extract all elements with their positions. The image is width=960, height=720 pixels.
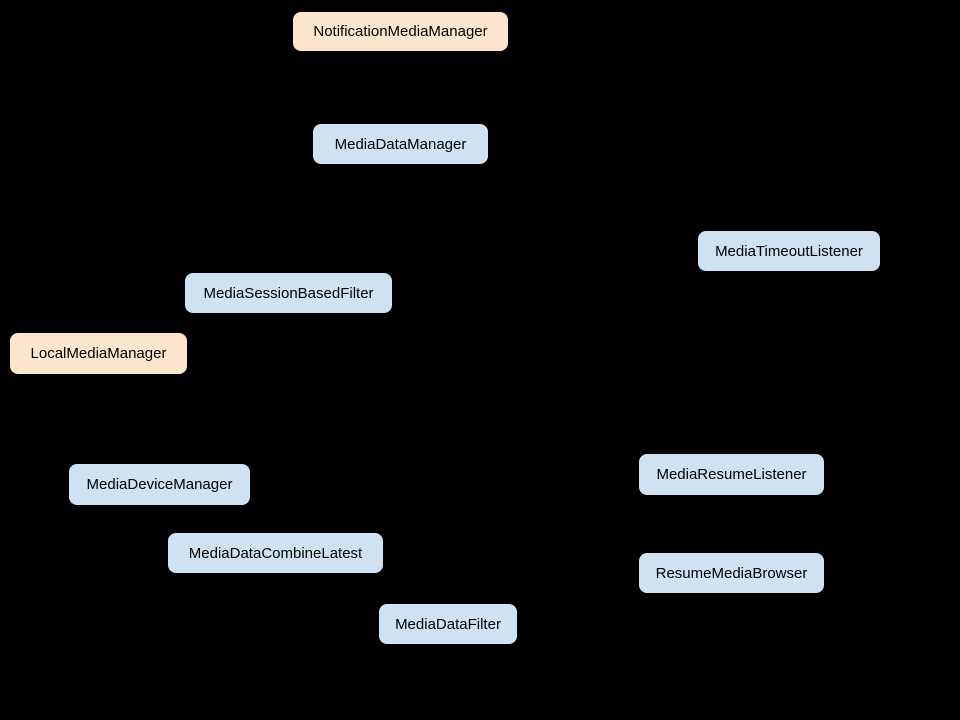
node-resume-media-browser: ResumeMediaBrowser xyxy=(639,553,824,593)
node-local-media-manager: LocalMediaManager xyxy=(10,333,187,374)
node-media-session-based-filter: MediaSessionBasedFilter xyxy=(185,273,392,313)
node-media-data-combine-latest: MediaDataCombineLatest xyxy=(168,533,383,573)
node-notification-media-manager: NotificationMediaManager xyxy=(293,12,508,51)
node-media-data-manager: MediaDataManager xyxy=(313,124,488,164)
node-media-resume-listener: MediaResumeListener xyxy=(639,454,824,495)
node-media-timeout-listener: MediaTimeoutListener xyxy=(698,231,880,271)
node-media-device-manager: MediaDeviceManager xyxy=(69,464,250,505)
node-media-data-filter: MediaDataFilter xyxy=(379,604,517,644)
